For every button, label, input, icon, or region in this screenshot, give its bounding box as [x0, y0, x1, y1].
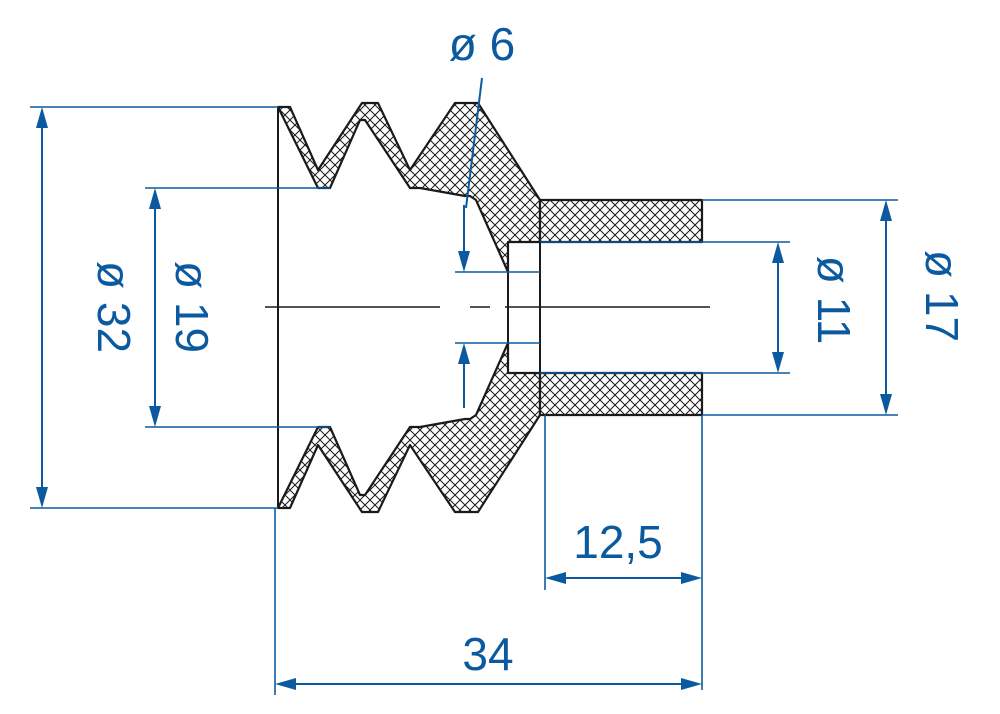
dimension-total-length: 34 — [274, 508, 702, 695]
neck-lower-wall — [538, 371, 704, 417]
dimension-neck-length: 12,5 — [544, 415, 703, 690]
total-length-label: 34 — [462, 628, 513, 680]
dimension-inner-diameter: ø 19 — [145, 187, 330, 428]
outer-diameter-label: ø 32 — [88, 261, 140, 353]
dimension-bore-diameter: ø 11 — [540, 241, 860, 374]
dimension-hole-diameter: ø 6 — [449, 18, 540, 408]
neck-diameter-label: ø 17 — [916, 250, 968, 342]
dimension-neck-diameter: ø 17 — [702, 199, 968, 416]
hole-diameter-label: ø 6 — [449, 18, 515, 70]
bellows-lower-wall — [276, 341, 542, 514]
neck-upper-wall — [538, 198, 704, 244]
dimension-outer-diameter: ø 32 — [30, 106, 278, 509]
neck-length-label: 12,5 — [573, 516, 663, 568]
inner-diameter-label: ø 19 — [166, 261, 218, 353]
bore-diameter-label: ø 11 — [808, 256, 860, 345]
